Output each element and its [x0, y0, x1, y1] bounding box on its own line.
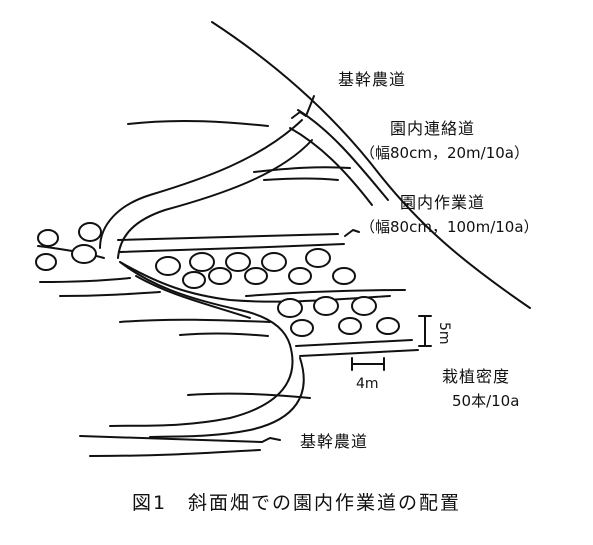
- branch-road-b: [135, 275, 251, 319]
- dim-5m-line: [418, 315, 432, 347]
- main-road-top: [297, 109, 389, 201]
- contour-4: [119, 318, 271, 323]
- link-road-right: [117, 139, 313, 259]
- trees-middle-terrace: [277, 296, 400, 337]
- left-contour: [59, 291, 161, 297]
- road-marker-bottom: [261, 437, 281, 443]
- label-density-title: 栽植密度: [442, 367, 510, 386]
- label-row-spacing: 5m: [436, 322, 452, 345]
- contour-3: [263, 177, 339, 181]
- trees-left: [35, 222, 102, 271]
- main-road-bottom-a: [79, 435, 263, 443]
- left-terrace-bottom: [39, 277, 131, 283]
- contour-5: [179, 332, 269, 337]
- trees-upper-terrace: [155, 248, 356, 289]
- label-link-road-spec: （幅80cm，20m/10a）: [360, 144, 529, 162]
- label-work-road: 園内作業道: [400, 193, 485, 212]
- label-tree-spacing: 4m: [356, 376, 379, 392]
- link-road-left: [99, 119, 303, 249]
- descending-road-b: [149, 357, 305, 438]
- figure-caption: 図1 斜面畑での園内作業道の配置: [131, 492, 462, 514]
- label-main-road-top: 基幹農道: [338, 70, 406, 89]
- terrace-1-bottom: [119, 261, 391, 303]
- main-road-top-edge: [289, 127, 373, 206]
- label-work-road-spec: （幅80cm，100m/10a）: [360, 218, 539, 236]
- descending-road-a: [109, 344, 294, 427]
- label-main-road-bottom: 基幹農道: [300, 432, 368, 451]
- hill-ridge-line: [211, 21, 531, 309]
- label-density-value: 50本/10a: [452, 392, 519, 410]
- branch-road-a: [119, 261, 291, 346]
- terrace-2-bottom: [295, 339, 413, 347]
- road-marker-top: [291, 95, 315, 119]
- work-road-upper-b: [119, 243, 345, 253]
- dim-4m-line: [351, 357, 385, 371]
- main-road-bottom-b: [89, 449, 261, 457]
- road-marker-mid: [344, 229, 360, 237]
- contour-1: [127, 119, 269, 127]
- terrace-2-top: [245, 289, 406, 297]
- work-road-upper-a: [117, 233, 339, 241]
- terrace-2-floor: [299, 349, 419, 357]
- contour-2: [253, 166, 351, 173]
- contour-6: [187, 392, 311, 399]
- label-link-road: 園内連絡道: [390, 119, 475, 138]
